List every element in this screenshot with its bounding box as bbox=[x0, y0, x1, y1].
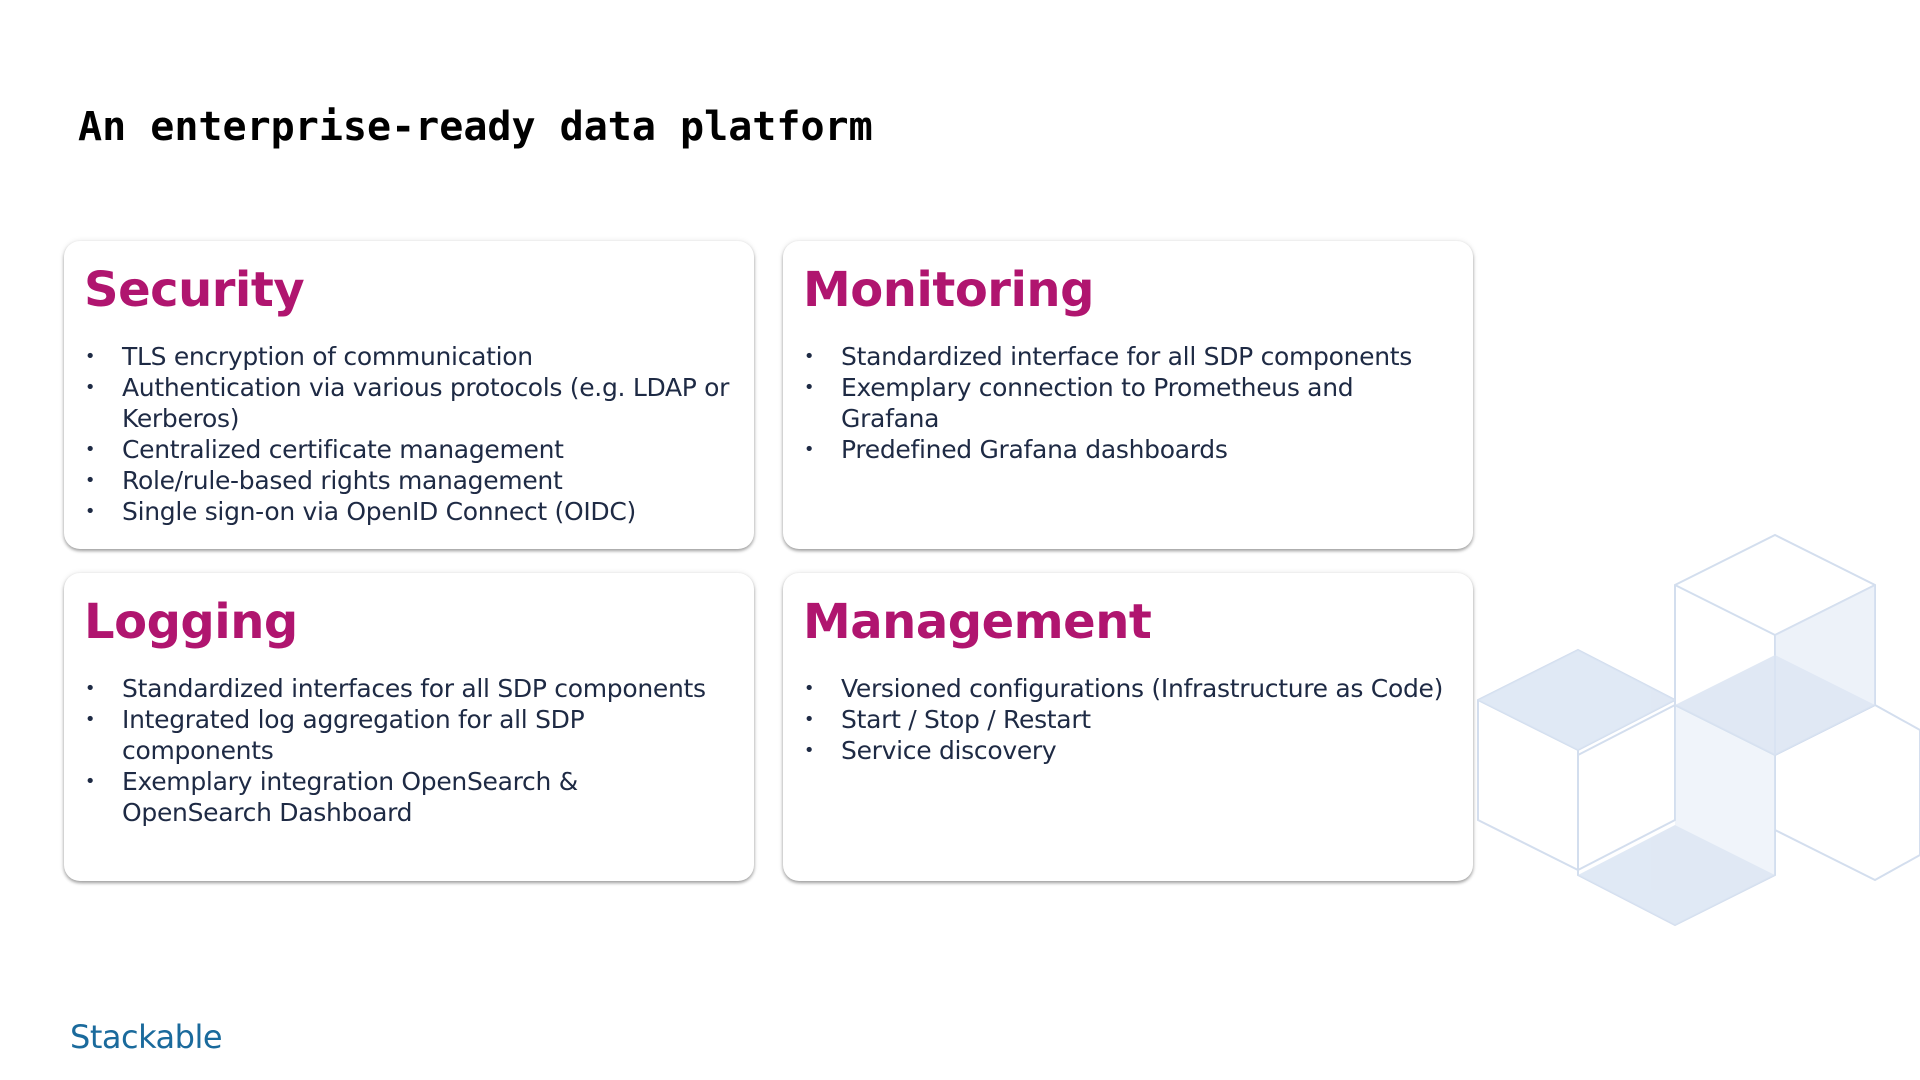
bullet-icon: • bbox=[84, 678, 96, 699]
card-title: Management bbox=[803, 594, 1152, 650]
bullet-list: • Standardized interfaces for all SDP com… bbox=[84, 673, 734, 828]
bullet-icon: • bbox=[84, 501, 96, 522]
bullet-icon: • bbox=[84, 346, 96, 367]
list-item: • Standardized interface for all SDP comp… bbox=[803, 341, 1453, 372]
list-item: • Predefined Grafana dashboards bbox=[803, 434, 1453, 465]
list-item-text: TLS encryption of communication bbox=[122, 342, 533, 371]
bullet-icon: • bbox=[84, 709, 96, 730]
bullet-list: • Standardized interface for all SDP comp… bbox=[803, 341, 1453, 465]
list-item-text: Single sign-on via OpenID Connect (OIDC) bbox=[122, 497, 636, 526]
bullet-icon: • bbox=[803, 439, 815, 460]
list-item-text: Exemplary integration OpenSearch & OpenS… bbox=[122, 767, 578, 827]
card-title: Security bbox=[84, 262, 305, 318]
list-item-text: Exemplary connection to Prometheus and G… bbox=[841, 373, 1354, 433]
list-item: • Authentication via various protocols (e… bbox=[84, 372, 734, 434]
list-item: • TLS encryption of communication bbox=[84, 341, 734, 372]
card-security: Security • TLS encryption of communicatio… bbox=[64, 241, 754, 549]
bullet-icon: • bbox=[84, 377, 96, 398]
bullet-icon: • bbox=[803, 709, 815, 730]
bullet-icon: • bbox=[803, 740, 815, 761]
bullet-icon: • bbox=[84, 771, 96, 792]
slide-title: An enterprise-ready data platform bbox=[78, 104, 873, 150]
card-title: Monitoring bbox=[803, 262, 1094, 318]
list-item: • Exemplary connection to Prometheus and … bbox=[803, 372, 1453, 434]
list-item: • Single sign-on via OpenID Connect (OIDC… bbox=[84, 496, 734, 527]
list-item: • Exemplary integration OpenSearch & Open… bbox=[84, 766, 734, 828]
card-monitoring: Monitoring • Standardized interface for a… bbox=[783, 241, 1473, 549]
list-item: • Integrated log aggregation for all SDP … bbox=[84, 704, 734, 766]
list-item-text: Role/rule-based rights management bbox=[122, 466, 563, 495]
list-item: • Centralized certificate management bbox=[84, 434, 734, 465]
bullet-list: • Versioned configurations (Infrastructur… bbox=[803, 673, 1453, 766]
decorative-cubes-graphic bbox=[1477, 533, 1920, 927]
list-item-text: Start / Stop / Restart bbox=[841, 705, 1091, 734]
list-item-text: Versioned configurations (Infrastructure… bbox=[841, 674, 1444, 703]
bullet-icon: • bbox=[803, 678, 815, 699]
list-item: • Start / Stop / Restart bbox=[803, 704, 1453, 735]
list-item: • Standardized interfaces for all SDP com… bbox=[84, 673, 734, 704]
list-item-text: Centralized certificate management bbox=[122, 435, 564, 464]
card-logging: Logging • Standardized interfaces for all… bbox=[64, 573, 754, 881]
list-item: • Role/rule-based rights management bbox=[84, 465, 734, 496]
bullet-list: • TLS encryption of communication • Authen… bbox=[84, 341, 734, 527]
bullet-icon: • bbox=[84, 470, 96, 491]
list-item: • Service discovery bbox=[803, 735, 1453, 766]
bullet-icon: • bbox=[84, 439, 96, 460]
list-item-text: Standardized interfaces for all SDP comp… bbox=[122, 674, 706, 703]
card-title: Logging bbox=[84, 594, 298, 650]
list-item-text: Predefined Grafana dashboards bbox=[841, 435, 1228, 464]
list-item: • Versioned configurations (Infrastructur… bbox=[803, 673, 1453, 704]
stackable-logo: Stackable bbox=[70, 1018, 223, 1056]
list-item-text: Integrated log aggregation for all SDP c… bbox=[122, 705, 585, 765]
list-item-text: Service discovery bbox=[841, 736, 1057, 765]
list-item-text: Authentication via various protocols (e.… bbox=[122, 373, 730, 433]
card-management: Management • Versioned configurations (In… bbox=[783, 573, 1473, 881]
bullet-icon: • bbox=[803, 346, 815, 367]
bullet-icon: • bbox=[803, 377, 815, 398]
list-item-text: Standardized interface for all SDP compo… bbox=[841, 342, 1413, 371]
